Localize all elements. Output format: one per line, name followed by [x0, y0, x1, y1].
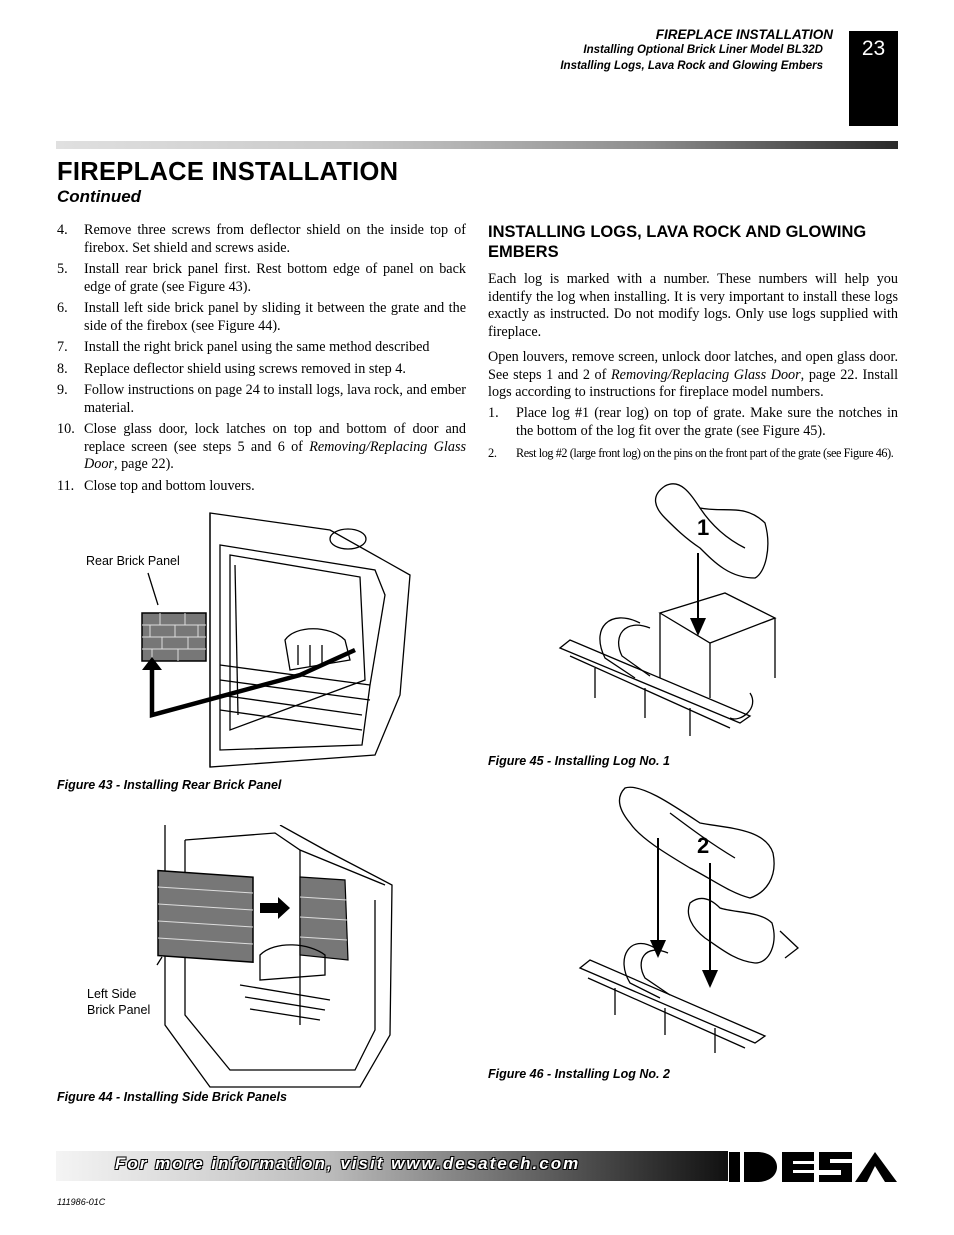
rear-brick-panel-label: Rear Brick Panel: [86, 554, 180, 568]
paragraph-text: Open louvers, remove screen, unlock door…: [488, 349, 898, 383]
step-text: Install left side brick panel by sliding…: [84, 300, 466, 334]
instruction-paragraph: Open louvers, remove screen, unlock door…: [488, 349, 898, 402]
left-side-brick-panel-label: Left Side Brick Panel: [87, 986, 150, 1018]
step-number: 2.: [488, 446, 497, 460]
step-number: 1.: [488, 405, 499, 421]
desa-logo-graphic: [729, 1152, 897, 1182]
paragraph-text-italic: Removing/Replacing Glass Door: [610, 366, 801, 383]
header-subtitle-brick-liner: Installing Optional Brick Liner Model BL…: [583, 44, 823, 56]
paragraph-text: , page 22. Install logs according to ins…: [488, 366, 899, 401]
step-number: 11.: [57, 477, 75, 494]
log-number-1: 1: [697, 515, 710, 540]
list-item: 10. Close glass door, lock latches on top…: [57, 421, 466, 474]
page-title: FIREPLACE INSTALLATION: [57, 158, 399, 186]
figure-43-illustration: [141, 512, 411, 768]
log-number-2: 2: [697, 833, 710, 858]
step-number: 10.: [57, 421, 75, 437]
section-heading-logs: INSTALLING LOGS, LAVA ROCK AND GLOWING E…: [488, 223, 867, 261]
header-rule: [56, 141, 898, 149]
step-number: 6.: [57, 300, 68, 316]
step-number: 8.: [57, 360, 68, 377]
continued-label: Continued: [57, 187, 142, 206]
figure-44-caption: Figure 44 - Installing Side Brick Panels: [57, 1090, 287, 1104]
step-text: Place log #1 (rear log) on top of grate.…: [516, 405, 898, 439]
step-text: Close top and bottom louvers.: [84, 477, 255, 494]
right-steps-list: 1. Place log #1 (rear log) on top of grat…: [488, 405, 898, 465]
header-section-title: FIREPLACE INSTALLATION: [655, 27, 833, 42]
intro-paragraph: Each log is marked with a number. These …: [488, 271, 898, 340]
list-item: 2. Rest log #2 (large front log) on the p…: [488, 445, 898, 461]
figure-45-illustration: [558, 483, 777, 736]
figure-46-illustration: [578, 786, 800, 1053]
step-text: Install rear brick panel first. Rest bot…: [84, 261, 466, 295]
list-item: 6. Install left side brick panel by slidi…: [57, 300, 466, 335]
step-text: Close glass door, lock latches on top an…: [84, 421, 466, 455]
list-item: 5. Install rear brick panel first. Rest b…: [57, 261, 466, 296]
page-number: 23: [849, 31, 898, 126]
step-text: , page 22).: [113, 456, 174, 472]
step-text: Remove three screws from deflector shiel…: [84, 222, 466, 256]
figure-44-illustration: [156, 825, 393, 1088]
step-text: Replace deflector shield using screws re…: [84, 360, 406, 377]
figure-45-caption: Figure 45 - Installing Log No. 1: [488, 754, 670, 768]
desa-logo: [727, 1148, 899, 1191]
step-text: Rest log #2 (large front log) on the pin…: [516, 446, 894, 460]
figure-46-caption: Figure 46 - Installing Log No. 2: [488, 1067, 670, 1081]
step-number: 5.: [57, 261, 68, 277]
list-item: 4. Remove three screws from deflector shi…: [57, 222, 466, 257]
left-steps-list: 4. Remove three screws from deflector shi…: [57, 222, 466, 499]
header-subtitle-logs: Installing Logs, Lava Rock and Glowing E…: [560, 60, 823, 72]
step-number: 9.: [57, 382, 68, 398]
footer-website-text: For more information, visit www.desatech…: [115, 1154, 581, 1173]
list-item: 1. Place log #1 (rear log) on top of grat…: [488, 405, 898, 440]
figure-43-caption: Figure 43 - Installing Rear Brick Panel: [57, 778, 282, 792]
step-text: Follow instructions on page 24 to instal…: [84, 382, 466, 416]
document-number: 111986-01C: [57, 1197, 106, 1207]
label-line: Brick Panel: [87, 1003, 151, 1017]
step-text: Install the right brick panel using the …: [84, 339, 430, 355]
step-number: 4.: [57, 222, 68, 238]
list-item: 7. Install the right brick panel using th…: [57, 339, 466, 357]
step-number: 7.: [57, 339, 68, 355]
list-item: 11. Close top and bottom louvers.: [57, 478, 466, 496]
step-text-italic: Removing/Replacing Glass Door: [84, 438, 467, 473]
footer-bar: [56, 1151, 728, 1181]
label-line: Left Side: [87, 987, 137, 1001]
list-item: 8. Replace deflector shield using screws …: [57, 361, 466, 379]
list-item: 9. Follow instructions on page 24 to inst…: [57, 382, 466, 417]
